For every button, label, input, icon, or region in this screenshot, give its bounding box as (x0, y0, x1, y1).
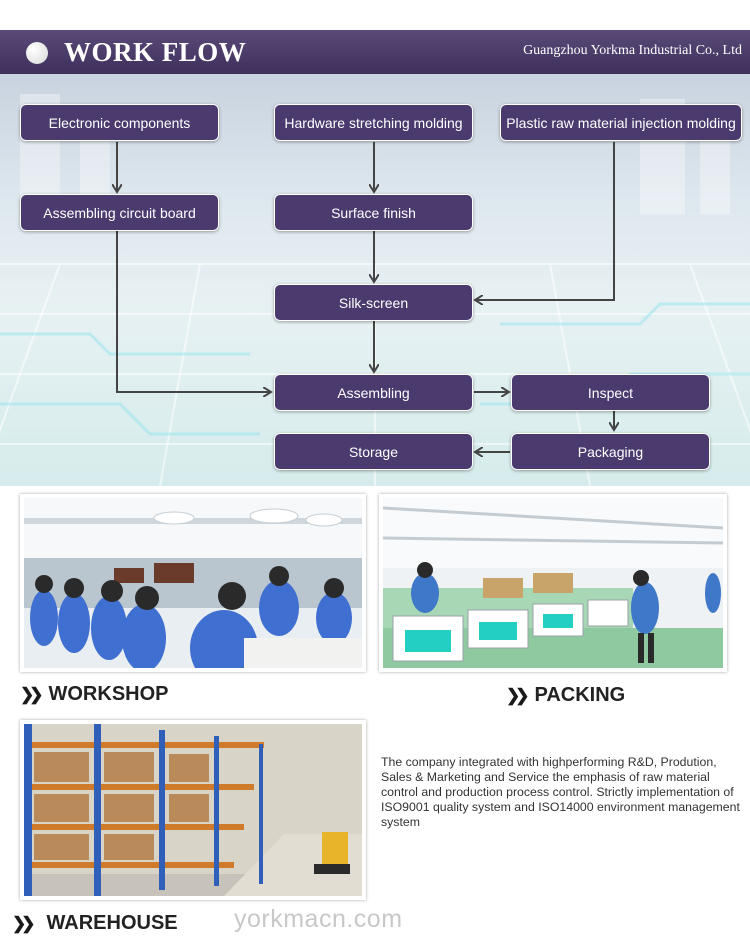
node-surface-finish: Surface finish (274, 194, 473, 231)
node-electronic-components: Electronic components (20, 104, 219, 141)
node-packaging: Packaging (511, 433, 710, 470)
warehouse-photo (20, 720, 366, 900)
page-title: WORK FLOW (64, 37, 247, 67)
double-chevron-icon: ❯❯ (12, 913, 35, 933)
packing-photo (379, 494, 727, 672)
node-plastic-injection: Plastic raw material injection molding (500, 104, 742, 141)
workshop-label: ❯❯ WORKSHOP (20, 683, 169, 706)
double-chevron-icon: ❯❯ (506, 685, 529, 705)
arrow-circuit-to-assembling (116, 231, 270, 392)
company-name: Guangzhou Yorkma Industrial Co., Ltd (523, 43, 742, 58)
node-hardware-stretching: Hardware stretching molding (274, 104, 473, 141)
warehouse-label: ❯❯ WAREHOUSE (12, 912, 178, 935)
packing-label: ❯❯ PACKING (506, 684, 625, 707)
arrow-plastic-to-silk (476, 142, 615, 300)
workflow-diagram: Electronic components Hardware stretchin… (0, 74, 750, 486)
node-storage: Storage (274, 433, 473, 470)
bullet-circle-icon (26, 42, 48, 64)
flow-arrows (0, 142, 750, 486)
node-assembling: Assembling (274, 374, 473, 411)
workshop-photo (20, 494, 366, 672)
warehouse-label-text: WAREHOUSE (46, 912, 178, 934)
watermark-text: yorkmacn.com (234, 905, 403, 933)
double-chevron-icon: ❯❯ (20, 684, 43, 704)
company-description: The company integrated with highperformi… (381, 755, 740, 829)
node-inspect: Inspect (511, 374, 710, 411)
packing-label-text: PACKING (534, 684, 626, 706)
node-silk-screen: Silk-screen (274, 284, 473, 321)
node-assembling-circuit: Assembling circuit board (20, 194, 219, 231)
header-bar: WORK FLOW Guangzhou Yorkma Industrial Co… (0, 30, 750, 74)
workshop-label-text: WORKSHOP (48, 683, 169, 705)
